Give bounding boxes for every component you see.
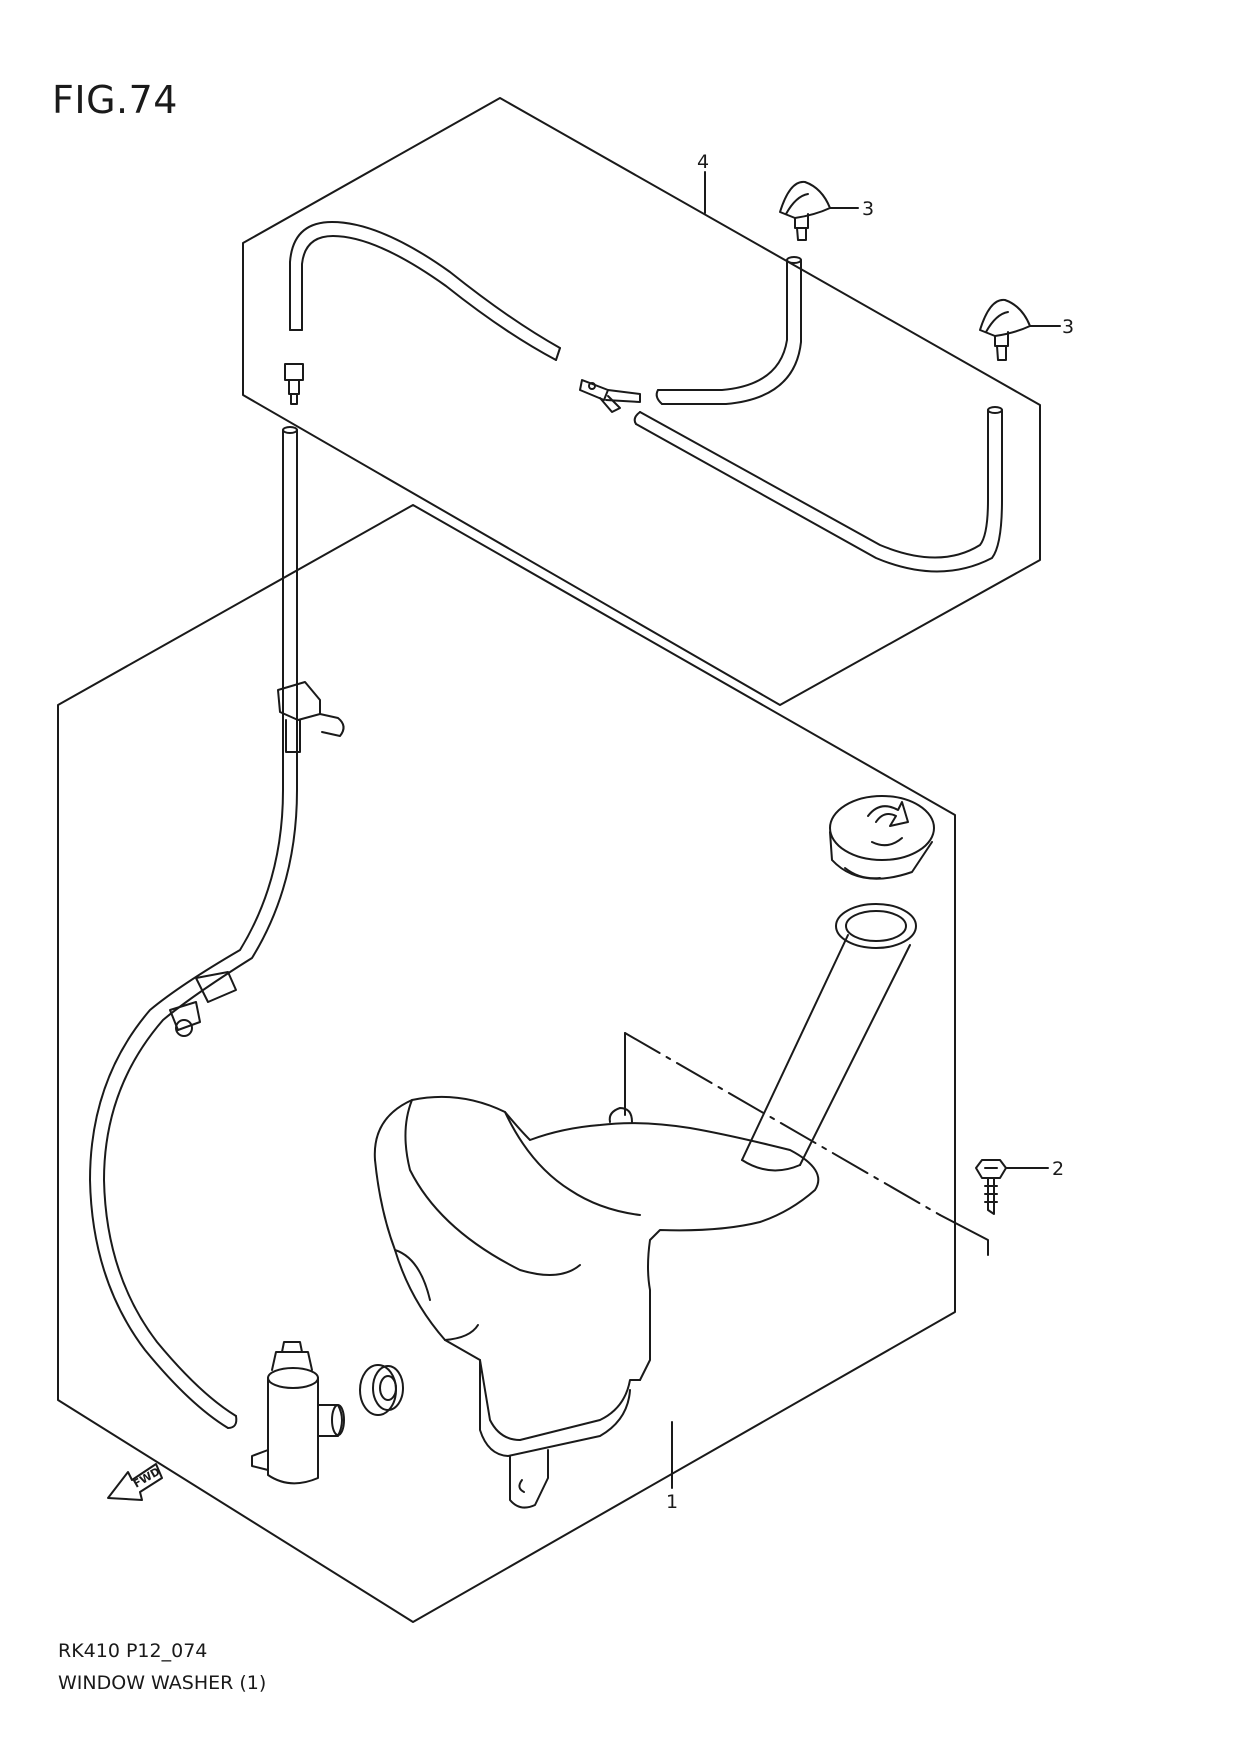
washer-nozzle-upper bbox=[779, 180, 831, 241]
pump-feed-hose bbox=[89, 426, 298, 1429]
hose-joint-connector bbox=[284, 363, 304, 405]
figure-title: FIG.74 bbox=[52, 78, 178, 122]
callout-nozzle-b: 3 bbox=[1062, 316, 1074, 338]
washer-hose-right-upper bbox=[655, 256, 802, 405]
washer-pump bbox=[251, 1341, 345, 1485]
hose-y-joint bbox=[579, 379, 641, 413]
callout-tank: 1 bbox=[666, 1491, 678, 1513]
washer-hose-left bbox=[289, 221, 561, 361]
filler-cap-icon bbox=[829, 795, 935, 880]
washer-nozzle-lower bbox=[979, 298, 1031, 361]
filler-neck bbox=[741, 903, 917, 1172]
callout-hose: 4 bbox=[697, 151, 709, 173]
hose-assembly-frame bbox=[242, 97, 1041, 706]
hose-clip-upper bbox=[277, 681, 345, 753]
callout-bolt: 2 bbox=[1052, 1158, 1064, 1180]
figure-name: WINDOW WASHER (1) bbox=[58, 1672, 267, 1694]
callout-nozzle-a: 3 bbox=[862, 198, 874, 220]
washer-tank bbox=[373, 1095, 820, 1509]
pump-grommet bbox=[359, 1364, 404, 1416]
figure-code: RK410 P12_074 bbox=[58, 1640, 208, 1662]
hose-clip-lower bbox=[169, 971, 237, 1037]
forward-direction-icon: FWD bbox=[107, 1463, 163, 1501]
bolt-alignment-line bbox=[624, 1032, 989, 1256]
washer-hose-right-long bbox=[633, 406, 1003, 573]
mounting-bolt bbox=[975, 1159, 1007, 1215]
tank-assembly-frame bbox=[57, 504, 956, 1623]
